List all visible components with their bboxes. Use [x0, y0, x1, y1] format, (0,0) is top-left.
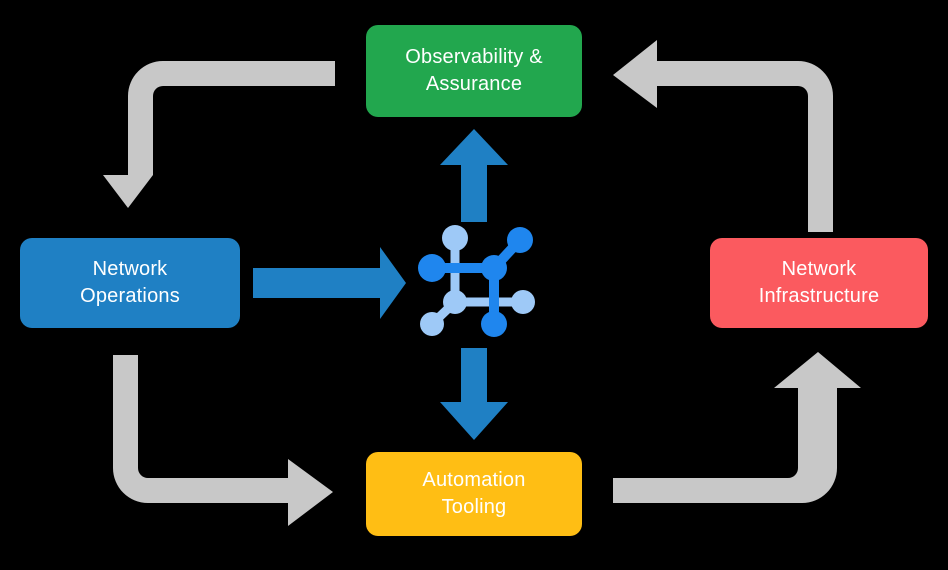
node-box-network-operations[interactable]: Network Operations: [20, 238, 240, 328]
arrow-automation-to-infrastructure: [613, 352, 861, 503]
arrow-infrastructure-to-observability: [613, 40, 833, 232]
arrow-operations-to-automation: [113, 355, 333, 526]
node-box-observability[interactable]: Observability & Assurance: [366, 25, 582, 117]
network-topology-icon: [418, 225, 535, 337]
node-label-network-infrastructure: Network Infrastructure: [758, 258, 880, 307]
node-box-automation-tooling[interactable]: Automation Tooling: [366, 452, 582, 536]
topology-light-nodes: [420, 225, 535, 336]
node-box-network-infrastructure[interactable]: Network Infrastructure: [710, 238, 928, 328]
arrow-center-to-automation: [440, 348, 508, 440]
node-label-observability: Observability & Assurance: [405, 46, 543, 95]
node-label-automation-tooling: Automation Tooling: [422, 469, 526, 518]
node-label-network-operations: Network Operations: [80, 258, 180, 307]
arrow-operations-to-center: [253, 247, 406, 319]
arrow-observability-to-operations: [103, 61, 335, 208]
topology-dark-nodes: [418, 227, 533, 337]
arrow-center-to-observability: [440, 129, 508, 222]
